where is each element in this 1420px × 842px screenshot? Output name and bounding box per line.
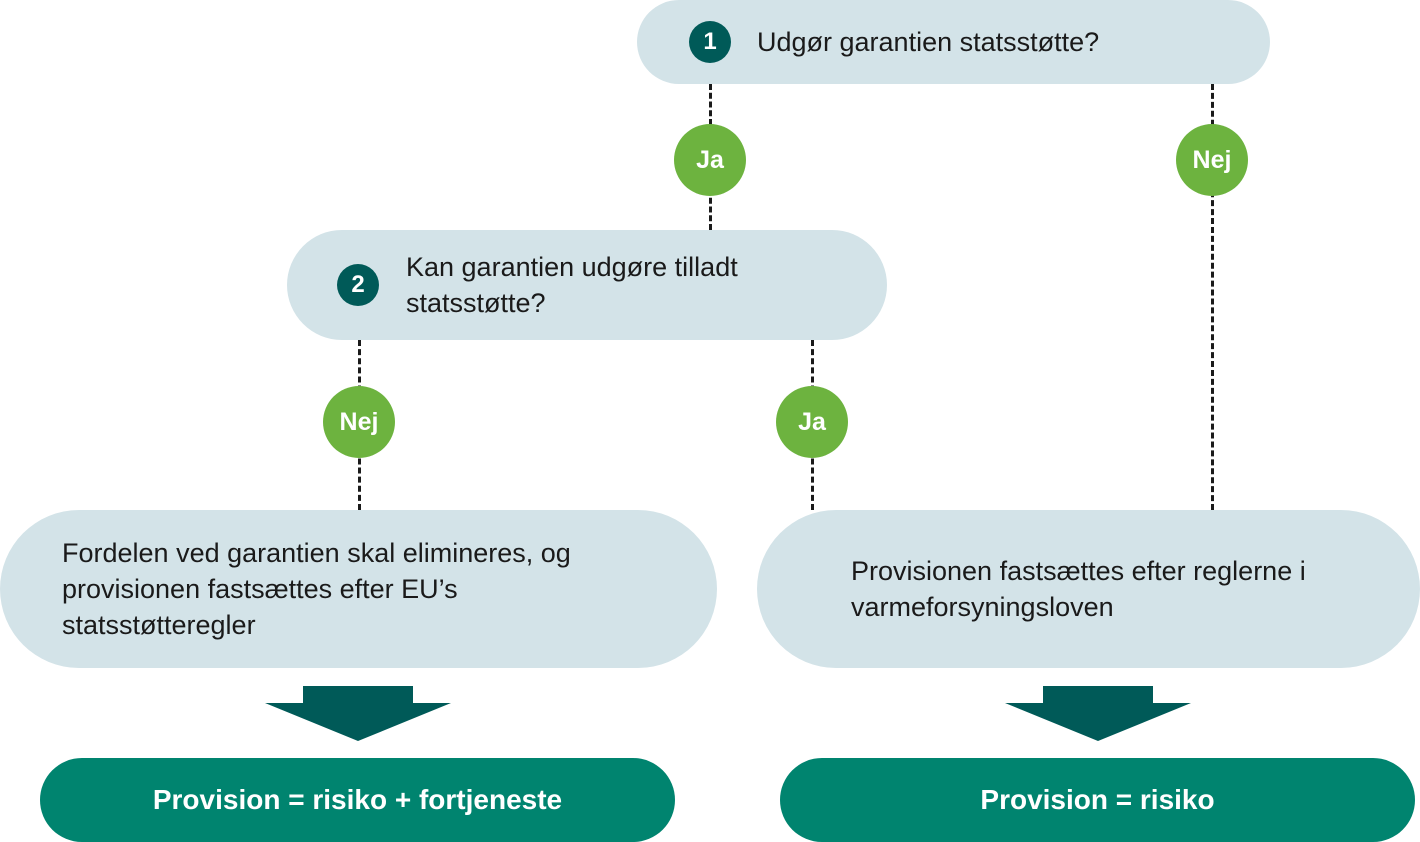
outcome-right-box: Provisionen fastsættes efter reglerne i … (757, 510, 1420, 668)
down-arrow-left-icon (265, 686, 451, 741)
result-right: Provision = risiko (780, 758, 1415, 842)
question-2-text: Kan garantien udgøre tilladt statsstøtte… (406, 252, 738, 318)
answer-yes-q1: Ja (674, 124, 746, 196)
question-1-text: Udgør garantien statsstøtte? (757, 27, 1100, 57)
result-left: Provision = risiko + fortjeneste (40, 758, 675, 842)
step-number-2: 2 (337, 264, 379, 306)
question-2-box: 2 Kan garantien udgøre tilladt statsstøt… (287, 230, 887, 340)
connector-line (1211, 84, 1214, 510)
step-number-1: 1 (689, 21, 731, 63)
answer-no-q1: Nej (1176, 124, 1248, 196)
outcome-right-text: Provisionen fastsættes efter reglerne i … (851, 556, 1306, 622)
outcome-left-box: Fordelen ved garantien skal elimineres, … (0, 510, 717, 668)
answer-yes-q2: Ja (776, 386, 848, 458)
question-1-box: 1 Udgør garantien statsstøtte? (637, 0, 1270, 84)
outcome-left-text: Fordelen ved garantien skal elimineres, … (62, 538, 571, 640)
down-arrow-right-icon (1005, 686, 1191, 741)
answer-no-q2: Nej (323, 386, 395, 458)
